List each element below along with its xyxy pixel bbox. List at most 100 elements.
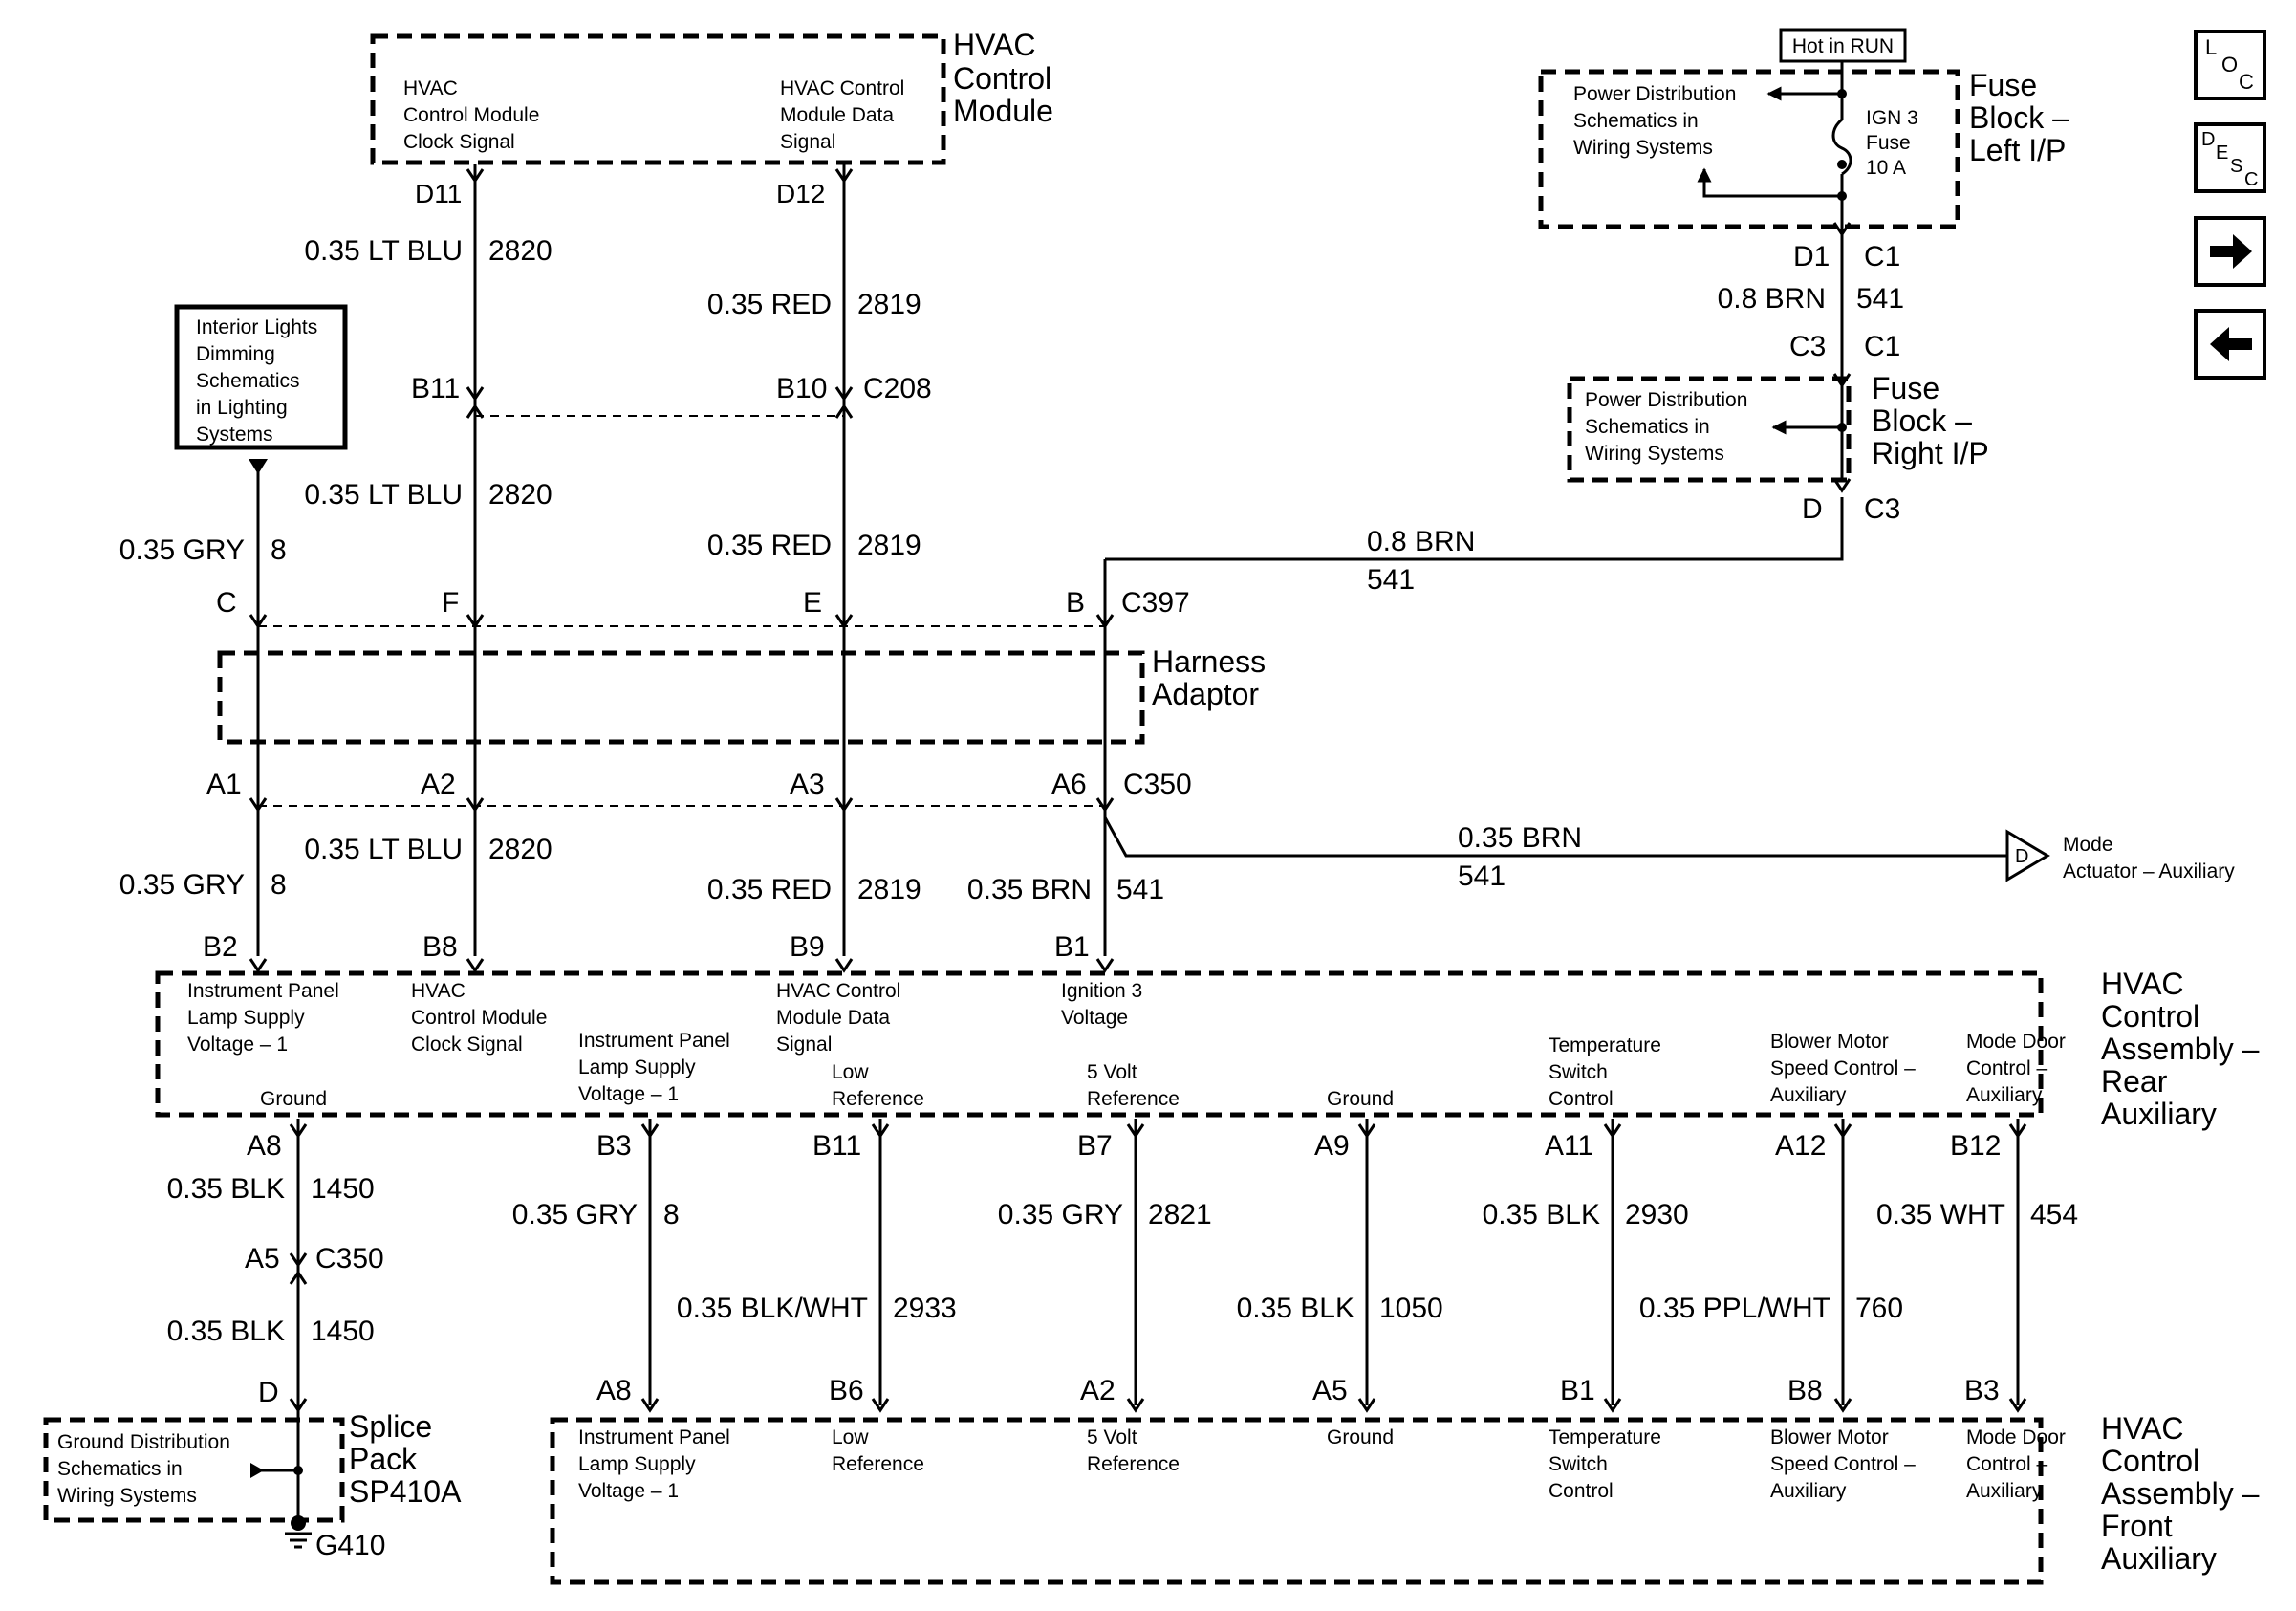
svg-text:A2: A2 [1080, 1375, 1116, 1406]
svg-text:A8: A8 [247, 1130, 282, 1162]
svg-text:Control Module: Control Module [411, 1007, 547, 1029]
svg-text:Ignition 3: Ignition 3 [1061, 980, 1142, 1002]
svg-text:541: 541 [1116, 874, 1164, 905]
connector-c397: C F E B C397 [216, 587, 1190, 628]
svg-text:Auxiliary: Auxiliary [1966, 1480, 2043, 1502]
svg-text:D: D [1802, 493, 1823, 525]
svg-text:C208: C208 [863, 373, 932, 404]
svg-text:C: C [2244, 169, 2258, 190]
svg-text:5 Volt: 5 Volt [1087, 1426, 1137, 1448]
middle-wire-labels: 0.35 LT BLU 2820 0.35 GRY 8 0.35 RED 281… [119, 822, 1582, 905]
svg-text:Splice: Splice [349, 1409, 432, 1444]
svg-text:A5: A5 [245, 1243, 280, 1274]
svg-text:A11: A11 [1545, 1130, 1593, 1162]
svg-text:HVAC: HVAC [2101, 967, 2184, 1001]
svg-text:Control: Control [2101, 1444, 2199, 1478]
svg-text:Harness: Harness [1152, 644, 1266, 679]
svg-text:Lamp Supply: Lamp Supply [578, 1453, 696, 1475]
svg-text:O: O [2221, 53, 2238, 76]
svg-text:E: E [2216, 142, 2228, 163]
svg-text:454: 454 [2030, 1199, 2078, 1230]
svg-text:Voltage – 1: Voltage – 1 [578, 1480, 679, 1502]
svg-text:B10: B10 [776, 373, 827, 404]
svg-text:C1: C1 [1864, 331, 1900, 362]
svg-text:Left I/P: Left I/P [1969, 133, 2066, 167]
svg-text:5 Volt: 5 Volt [1087, 1061, 1137, 1083]
interior-lights-reference: Interior Lights Dimming Schematics in Li… [174, 304, 348, 474]
svg-text:2819: 2819 [857, 874, 921, 905]
svg-text:Voltage – 1: Voltage – 1 [578, 1083, 679, 1105]
svg-text:Rear: Rear [2101, 1064, 2168, 1099]
hvac-control-assembly-rear: B2 B8 B9 B1 Instrument Panel Lamp Supply… [155, 931, 2260, 1162]
svg-text:Control: Control [953, 61, 1051, 96]
svg-text:B7: B7 [1077, 1130, 1113, 1162]
svg-text:C350: C350 [1123, 769, 1192, 800]
svg-text:IGN 3: IGN 3 [1866, 107, 1918, 129]
svg-text:0.8 BRN: 0.8 BRN [1367, 526, 1475, 557]
svg-text:HVAC: HVAC [403, 77, 458, 99]
svg-text:Lamp Supply: Lamp Supply [187, 1007, 305, 1029]
svg-text:2819: 2819 [857, 530, 921, 561]
svg-text:Block –: Block – [1872, 403, 1972, 438]
svg-text:Reference: Reference [1087, 1453, 1180, 1475]
description-button[interactable]: D E S C [2194, 122, 2266, 193]
svg-text:Actuator – Auxiliary: Actuator – Auxiliary [2063, 860, 2235, 882]
svg-text:Assembly –: Assembly – [2101, 1032, 2260, 1066]
next-arrow-button[interactable] [2194, 216, 2266, 287]
svg-text:0.35 BLK: 0.35 BLK [167, 1173, 285, 1205]
svg-text:Mode: Mode [2063, 834, 2113, 856]
svg-text:Reference: Reference [832, 1088, 924, 1110]
svg-text:Control: Control [2101, 999, 2199, 1034]
svg-text:Blower Motor: Blower Motor [1770, 1426, 1889, 1448]
svg-text:2820: 2820 [488, 479, 552, 511]
svg-text:Hot in RUN: Hot in RUN [1792, 35, 1894, 57]
svg-text:8: 8 [271, 869, 287, 901]
svg-text:C: C [216, 587, 237, 619]
svg-text:0.35 BLK/WHT: 0.35 BLK/WHT [677, 1293, 868, 1324]
svg-text:Systems: Systems [196, 424, 273, 446]
svg-text:Schematics in: Schematics in [1585, 416, 1710, 438]
svg-text:8: 8 [271, 534, 287, 566]
svg-text:B12: B12 [1950, 1130, 2001, 1162]
fuse-block-right: C3 C1 Power Distribution Schematics in W… [1567, 331, 1989, 525]
svg-text:Adaptor: Adaptor [1152, 677, 1259, 711]
svg-text:D: D [2015, 846, 2028, 867]
connector-c350: A1 A2 A3 A6 C350 [206, 769, 1192, 812]
svg-text:Reference: Reference [1087, 1088, 1180, 1110]
svg-text:541: 541 [1367, 564, 1415, 596]
svg-text:2820: 2820 [488, 834, 552, 865]
svg-text:0.35 BRN: 0.35 BRN [1458, 822, 1582, 854]
svg-text:Interior Lights: Interior Lights [196, 316, 317, 338]
svg-text:Block –: Block – [1969, 100, 2069, 135]
svg-text:HVAC Control: HVAC Control [780, 77, 904, 99]
hvac-control-module: HVAC Control Module HVAC Control Module … [370, 28, 1053, 208]
svg-text:B3: B3 [596, 1130, 632, 1162]
svg-text:A9: A9 [1314, 1130, 1350, 1162]
svg-text:10 A: 10 A [1866, 157, 1906, 179]
svg-text:Low: Low [832, 1426, 869, 1448]
svg-text:Pack: Pack [349, 1442, 418, 1476]
svg-text:Wiring Systems: Wiring Systems [1585, 443, 1724, 465]
previous-arrow-button[interactable] [2194, 309, 2266, 380]
svg-text:0.35 RED: 0.35 RED [707, 530, 832, 561]
svg-text:Right I/P: Right I/P [1872, 436, 1989, 470]
wires [256, 164, 2020, 1520]
svg-text:Fuse: Fuse [1969, 68, 2037, 102]
svg-text:0.35 WHT: 0.35 WHT [1876, 1199, 2005, 1230]
location-button[interactable]: L O C [2194, 30, 2266, 100]
svg-text:Dimming: Dimming [196, 343, 275, 365]
svg-text:0.35 LT BLU: 0.35 LT BLU [304, 479, 463, 511]
svg-text:Control –: Control – [1966, 1057, 2048, 1079]
svg-text:Speed Control –: Speed Control – [1770, 1057, 1916, 1079]
svg-text:C3: C3 [1864, 493, 1900, 525]
lower-wire-labels: 0.35 BLK 1450 0.35 GRY 8 0.35 GRY 2821 0… [167, 1173, 2079, 1347]
svg-text:A3: A3 [790, 769, 825, 800]
svg-text:0.35 BLK: 0.35 BLK [167, 1316, 285, 1347]
svg-text:Schematics: Schematics [196, 370, 300, 392]
svg-text:Module Data: Module Data [776, 1007, 890, 1029]
svg-text:Switch: Switch [1549, 1061, 1608, 1083]
svg-text:B8: B8 [1787, 1375, 1823, 1406]
svg-text:0.35 GRY: 0.35 GRY [119, 534, 245, 566]
svg-text:Module: Module [953, 94, 1053, 128]
